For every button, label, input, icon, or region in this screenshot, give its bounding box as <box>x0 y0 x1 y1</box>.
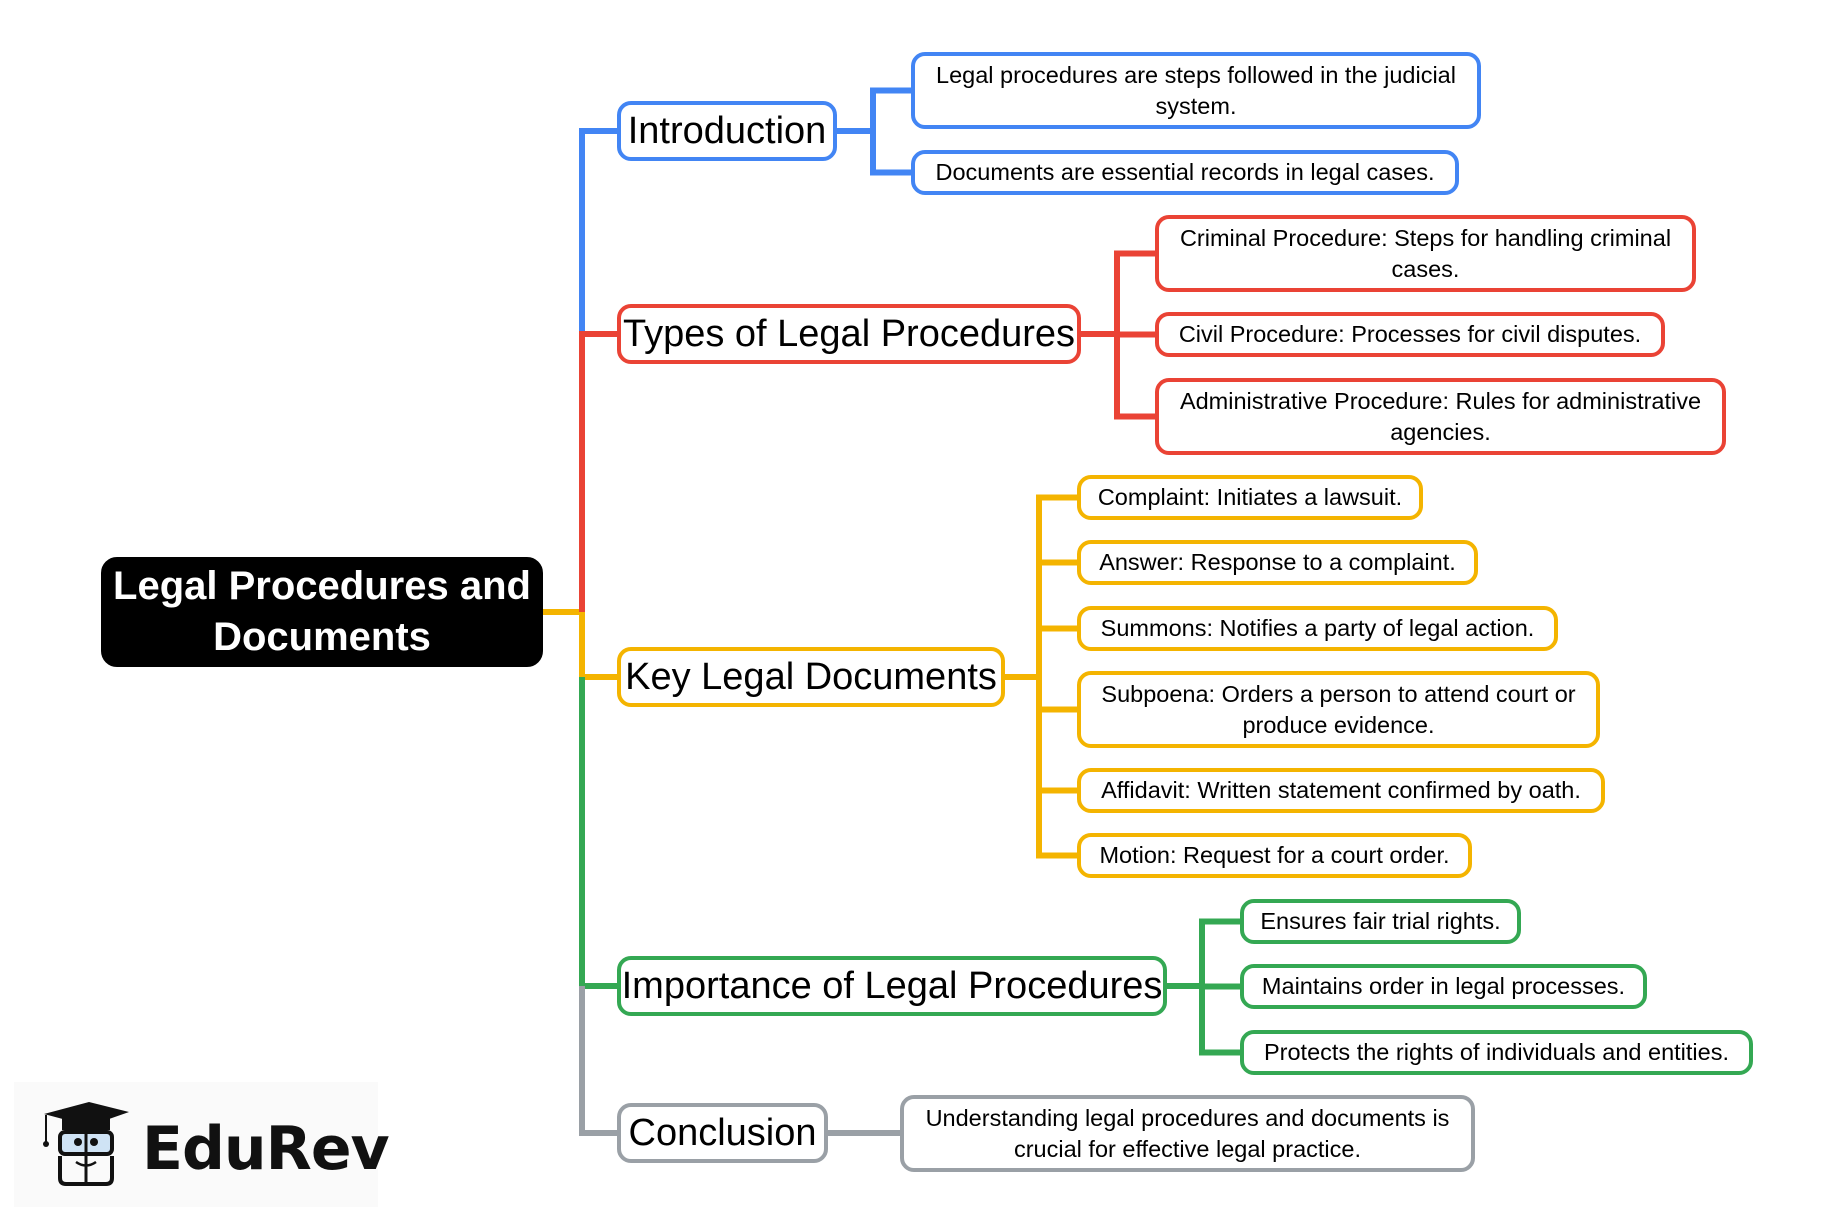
leaf-types-1[interactable]: Criminal Procedure: Steps for handling c… <box>1155 215 1696 292</box>
edge-documents-3 <box>1005 625 1077 680</box>
leaf-documents-2[interactable]: Answer: Response to a complaint. <box>1077 540 1478 585</box>
edge-types-1 <box>1081 250 1155 337</box>
edge-importance-3 <box>1167 983 1240 1056</box>
edge-types-3 <box>1081 331 1155 420</box>
edge-introduction-2 <box>837 128 911 176</box>
edge-introduction-1 <box>837 87 911 134</box>
leaf-conclusion-1[interactable]: Understanding legal procedures and docum… <box>900 1095 1475 1172</box>
trunk-introduction <box>579 128 617 334</box>
leaf-introduction-2[interactable]: Documents are essential records in legal… <box>911 150 1459 195</box>
leaf-types-3[interactable]: Administrative Procedure: Rules for admi… <box>1155 378 1726 455</box>
trunk-types <box>579 331 617 612</box>
leaf-importance-3[interactable]: Protects the rights of individuals and e… <box>1240 1030 1753 1075</box>
leaf-documents-1[interactable]: Complaint: Initiates a lawsuit. <box>1077 475 1423 520</box>
edurev-logo <box>14 1082 378 1207</box>
trunk-importance <box>579 677 617 989</box>
graduate-mascot-icon <box>43 1102 129 1186</box>
leaf-documents-4[interactable]: Subpoena: Orders a person to attend cour… <box>1077 671 1600 748</box>
logo-text: EduRev <box>142 1114 390 1184</box>
branch-types[interactable]: Types of Legal Procedures <box>617 304 1081 364</box>
trunk-documents <box>579 612 617 680</box>
leaf-importance-1[interactable]: Ensures fair trial rights. <box>1240 899 1521 944</box>
branch-importance[interactable]: Importance of Legal Procedures <box>617 956 1167 1016</box>
root-node[interactable]: Legal Procedures and Documents <box>101 557 543 667</box>
trunk-conclusion <box>579 986 617 1136</box>
leaf-types-2[interactable]: Civil Procedure: Processes for civil dis… <box>1155 312 1665 357</box>
leaf-documents-5[interactable]: Affidavit: Written statement confirmed b… <box>1077 768 1605 813</box>
edge-documents-6 <box>1005 674 1077 859</box>
branch-conclusion[interactable]: Conclusion <box>617 1103 828 1163</box>
leaf-introduction-1[interactable]: Legal procedures are steps followed in t… <box>911 52 1481 129</box>
leaf-importance-2[interactable]: Maintains order in legal processes. <box>1240 964 1647 1009</box>
leaf-documents-3[interactable]: Summons: Notifies a party of legal actio… <box>1077 606 1558 651</box>
edge-importance-1 <box>1167 918 1240 989</box>
leaf-documents-6[interactable]: Motion: Request for a court order. <box>1077 833 1472 878</box>
branch-introduction[interactable]: Introduction <box>617 101 837 161</box>
branch-documents[interactable]: Key Legal Documents <box>617 647 1005 707</box>
